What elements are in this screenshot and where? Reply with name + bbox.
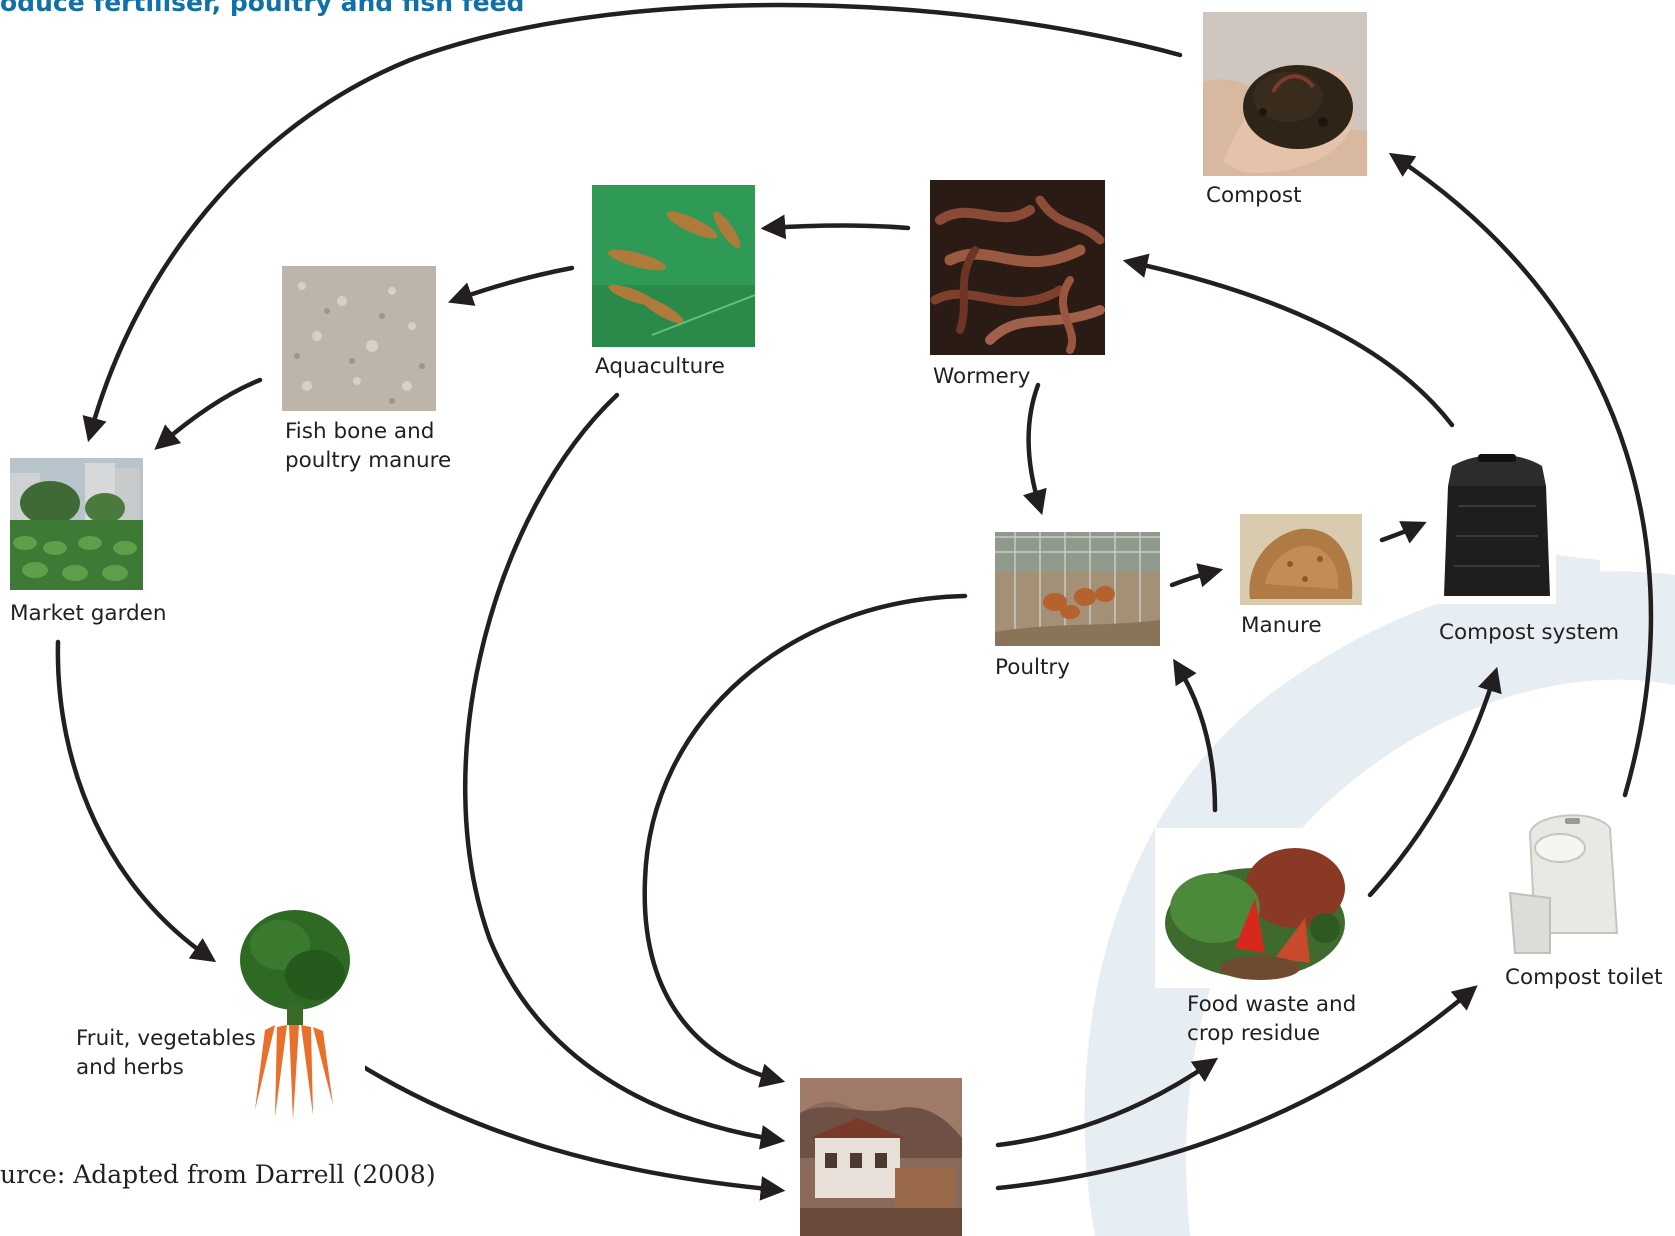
food-waste-label-line1: Food waste and bbox=[1187, 992, 1357, 1017]
poultry-label: Poultry bbox=[995, 655, 1070, 680]
food-waste-photo bbox=[1155, 828, 1355, 988]
source-note: urce: Adapted from Darrell (2008) bbox=[0, 1160, 436, 1189]
fruit-veg-photo bbox=[225, 905, 365, 1123]
food-waste-label-line2: crop residue bbox=[1187, 1021, 1321, 1046]
arrow-poultry-to-manure bbox=[1169, 563, 1224, 588]
arrow-compost-to-market-garden bbox=[82, 2, 1183, 443]
arrow-wormery-to-poultry bbox=[1023, 382, 1047, 516]
compost-toilet-photo bbox=[1505, 803, 1625, 961]
arrow-fruit-veg-to-household bbox=[349, 1057, 786, 1201]
arrow-household-to-food-waste bbox=[995, 1057, 1219, 1148]
arrow-compost-system-to-wormery bbox=[1122, 253, 1455, 428]
manure-photo bbox=[1240, 514, 1362, 605]
wormery-photo bbox=[930, 180, 1105, 355]
fish-bone-label-line1: Fish bone and bbox=[285, 419, 435, 444]
arrow-manure-to-compost-system bbox=[1379, 521, 1427, 544]
arrow-compost-toilet-to-compost bbox=[1388, 152, 1654, 798]
compost-label: Compost bbox=[1206, 183, 1302, 208]
compost-toilet-label: Compost toilet bbox=[1505, 965, 1663, 990]
fruit-veg-label-line2: and herbs bbox=[76, 1055, 184, 1080]
market-garden-label: Market garden bbox=[10, 601, 167, 626]
arrow-market-garden-to-fruit-veg bbox=[55, 639, 217, 963]
compost-system-photo bbox=[1438, 446, 1556, 604]
arrow-poultry-to-household bbox=[642, 593, 968, 1088]
arrow-household-to-compost-toilet bbox=[995, 985, 1478, 1191]
wormery-label: Wormery bbox=[933, 364, 1031, 389]
fish-bone-photo bbox=[282, 266, 436, 411]
aquaculture-label: Aquaculture bbox=[595, 354, 725, 379]
compost-photo bbox=[1203, 12, 1367, 176]
arrow-wormery-to-aquaculture bbox=[760, 214, 911, 240]
arrow-food-waste-to-poultry bbox=[1173, 658, 1218, 813]
poultry-photo bbox=[995, 532, 1160, 646]
arrow-aquaculture-to-fish-bone bbox=[448, 265, 575, 306]
fruit-veg-label-line1: Fruit, vegetables bbox=[76, 1026, 256, 1051]
household-photo bbox=[800, 1078, 962, 1236]
arrow-food-waste-to-compost-system bbox=[1367, 666, 1502, 898]
market-garden-photo bbox=[10, 458, 143, 590]
arrow-fish-bone-to-market-garden bbox=[154, 377, 263, 450]
aquaculture-photo bbox=[592, 185, 755, 347]
figure-title: oduce fertiliser, poultry and fish feed bbox=[0, 0, 525, 17]
manure-label: Manure bbox=[1241, 613, 1322, 638]
arrow-aquaculture-to-household bbox=[463, 392, 786, 1150]
fish-bone-label-line2: poultry manure bbox=[285, 448, 452, 473]
compost-system-label: Compost system bbox=[1439, 620, 1620, 645]
